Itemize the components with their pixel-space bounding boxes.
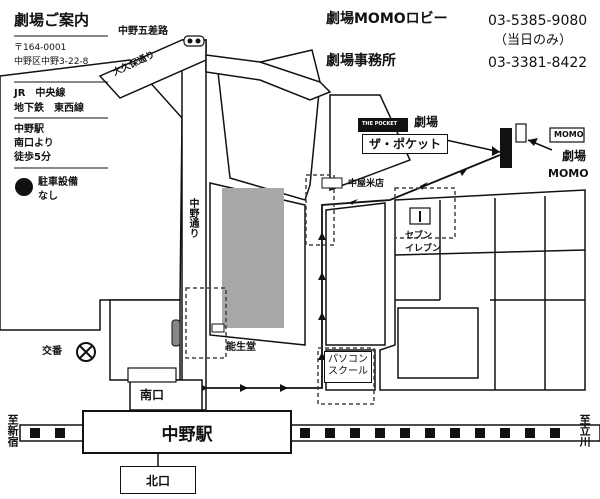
momo-sign-text: MOMO — [554, 130, 584, 139]
pasokon-box: パソコン スクール — [324, 351, 372, 383]
address: 中野区中野3-22-8 — [14, 57, 89, 67]
pocket-label-1: 劇場 — [414, 115, 439, 129]
label-nakano-dori: 中野通り — [187, 198, 198, 238]
signal-icon — [183, 35, 205, 47]
direction-2: 南口より — [14, 138, 54, 149]
info-dividers — [14, 35, 108, 169]
contact-office-name: 劇場事務所 — [326, 53, 396, 69]
city-blocks — [0, 49, 586, 391]
nakaya-building — [321, 177, 343, 189]
block-mid — [325, 202, 386, 346]
momo-label-2: MOMO — [548, 167, 589, 180]
large-building — [397, 307, 479, 379]
contact-lobby-note: （当日のみ） — [494, 33, 573, 48]
momo-label-1: 劇場 — [562, 149, 587, 163]
label-police: 交番 — [42, 346, 62, 357]
momo-building — [515, 123, 527, 143]
label-pasokon-1: パソコン — [328, 354, 368, 365]
nouseido-building — [211, 323, 225, 333]
road-diagonal — [205, 54, 332, 101]
postal-code: 〒164-0001 — [14, 43, 67, 53]
pocket-building — [500, 128, 512, 168]
contact-lobby-phone: 03-5385-9080 — [488, 13, 588, 29]
parking-none-icon — [15, 178, 33, 196]
label-nouseido: 能生堂 — [226, 342, 256, 353]
pocket-sign-bg — [358, 118, 408, 132]
label-nakaya: 中屋米店 — [348, 179, 385, 189]
line-jr: JR 中央線 — [14, 88, 66, 99]
parking-line-2: なし — [38, 191, 58, 202]
label-seven-2: イレブン — [405, 244, 442, 254]
label-to-shinjuku: 至新宿 — [6, 414, 20, 447]
label-station: 中野駅 — [161, 424, 213, 445]
contact-office-phone: 03-3381-8422 — [488, 55, 588, 71]
road-okubo — [98, 39, 207, 99]
label-pasokon-2: スクール — [328, 365, 368, 377]
label-kitaguchi: 北口 — [145, 473, 170, 488]
label-seven-1: セブン — [405, 231, 433, 241]
contact-lobby-name: 劇場MOMOロビー — [326, 11, 448, 27]
label-gogasaki: 中野五差路 — [118, 26, 168, 37]
police-box-building — [171, 319, 181, 347]
road-minamiguchi — [129, 379, 203, 411]
landmark-outlines — [185, 174, 456, 405]
pocket-label-2: ザ・ポケット — [368, 137, 441, 151]
building-minami — [127, 367, 177, 383]
pocket-pointer — [445, 139, 501, 153]
label-minamiguchi: 南口 — [140, 388, 165, 402]
label-to-tachikawa: 至立川 — [578, 414, 592, 447]
momo-sign-bg — [549, 127, 585, 143]
info-title: 劇場ご案内 — [14, 11, 90, 29]
direction-3: 徒歩5分 — [14, 152, 51, 163]
pocket-label-box: ザ・ポケット — [362, 134, 448, 154]
line-subway: 地下鉄 東西線 — [14, 103, 84, 114]
route-path — [188, 154, 501, 389]
pocket-sign-text: THE POCKET — [362, 121, 398, 127]
east-block-lines — [394, 196, 586, 390]
gray-building — [222, 188, 284, 328]
kitaguchi-box: 北口 — [120, 466, 196, 494]
direction-1: 中野駅 — [14, 124, 44, 135]
parking-line-1: 駐車設備 — [38, 177, 78, 188]
station-box: 中野駅 — [82, 410, 292, 454]
